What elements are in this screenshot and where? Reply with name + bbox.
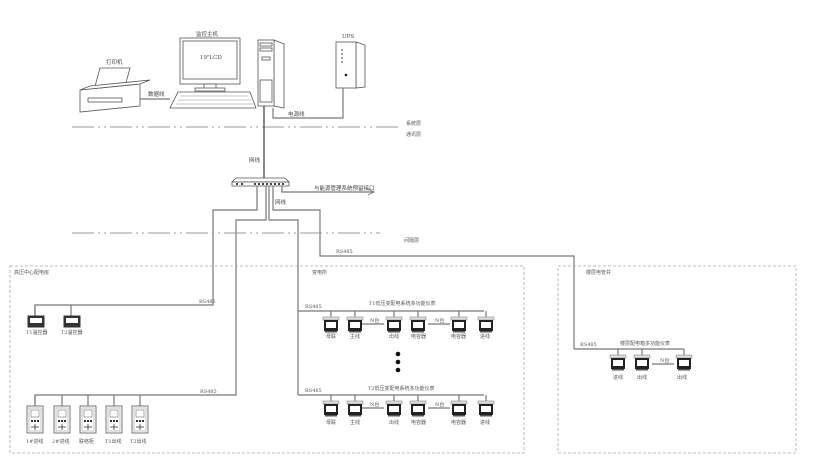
meter-label: 进线 — [480, 333, 490, 340]
meter-label: 主线 — [350, 333, 360, 340]
monitor-icon — [179, 37, 241, 92]
protection-relay-icon — [131, 395, 149, 434]
bay-layer-label: 间隔层 — [404, 237, 419, 244]
power-meter-icon — [450, 395, 468, 417]
meter-label: 进线 — [613, 374, 623, 381]
meter-label: 母联 — [326, 419, 336, 426]
t1-meter-group-title: T1低压变配电系统多功能仪表 — [369, 300, 436, 307]
rs485-hv-a-label: RS485 — [199, 299, 216, 305]
rs485-floor-zone-label: RS485 — [580, 342, 597, 348]
power-meter-icon — [385, 395, 403, 417]
power-meter-icon — [409, 395, 427, 417]
net-cable-mid-label: 网线 — [275, 198, 287, 206]
floor-meter-group-title: 楼层配电箱多功能仪表 — [620, 340, 670, 347]
temp-controller-label: T1温控器 — [26, 329, 48, 336]
power-meter-icon — [633, 349, 651, 371]
ellipsis-dot — [395, 367, 401, 373]
temp-controller-t1 — [27, 305, 45, 328]
power-meter-icon — [346, 311, 364, 333]
ellipsis-dot — [395, 359, 401, 365]
network-switch-icon — [231, 177, 290, 187]
data-cable-label: 数据线 — [148, 90, 165, 98]
meter-label: 电容器 — [411, 419, 426, 426]
power-cable-line — [272, 88, 344, 119]
power-meter-icon — [385, 311, 403, 333]
rs485-substation-trunk — [268, 186, 299, 395]
monitor-screen-text: 19"LCD — [200, 55, 222, 61]
keyboard-icon — [169, 91, 257, 109]
t1-count-a-label: N台 — [370, 317, 379, 324]
meter-label: 电容器 — [451, 333, 466, 340]
meter-label: 出线 — [389, 419, 399, 426]
temp-controller-t2 — [63, 305, 81, 328]
energy-interface-line — [281, 186, 374, 193]
ellipsis-dot — [395, 351, 401, 357]
meter-label: 电容器 — [411, 333, 426, 340]
computer-tower-icon — [257, 39, 285, 109]
meter-label: 出线 — [637, 374, 647, 381]
protection-relay-icon — [79, 395, 97, 434]
rs485-t1-label: RS485 — [305, 304, 322, 310]
power-meter-icon — [346, 395, 364, 417]
rs485-hv-monitor-trunk — [34, 186, 258, 318]
ups-label: UPS — [342, 34, 354, 40]
rs485-hv-b-label: RS485 — [200, 389, 217, 395]
meter-label: 出线 — [677, 374, 687, 381]
power-meter-icon — [450, 311, 468, 333]
rs485-hv-protection-trunk — [34, 186, 267, 403]
power-meter-icon — [609, 349, 627, 371]
net-cable-top-label: 网线 — [249, 156, 261, 164]
comm-layer-label: 通讯层 — [406, 131, 421, 138]
rs485-floor-label: RS485 — [336, 249, 353, 255]
monitor-host-label: 监控主机 — [196, 30, 219, 38]
printer-label: 打印机 — [106, 58, 123, 66]
t2-meter-group-title: T2低压变配电系统多功能仪表 — [368, 385, 435, 392]
t1-count-b-label: N台 — [435, 317, 444, 324]
system-layer-label: 系统层 — [406, 120, 421, 127]
power-cable-label: 电源线 — [288, 110, 305, 118]
meter-label: 进线 — [480, 419, 490, 426]
substation-title: 变电所 — [312, 269, 327, 276]
energy-interface-label: 与能源管理系统预留接口 — [314, 184, 375, 192]
power-meter-icon — [675, 349, 693, 371]
protection-device-label: 1#进线 — [26, 438, 43, 445]
floor-count-label: N台 — [660, 357, 669, 364]
meter-label: 主线 — [350, 419, 360, 426]
protection-device-label: 联络柜 — [79, 438, 94, 445]
t2-count-a-label: N台 — [370, 401, 379, 408]
meter-label: 电容器 — [451, 419, 466, 426]
protection-device-label: T1出线 — [105, 438, 122, 445]
power-meter-icon — [477, 311, 495, 333]
protection-device-label: T2出线 — [130, 438, 147, 445]
protection-relay-icon — [105, 395, 123, 434]
temp-controller-label: T2温控器 — [61, 329, 83, 336]
ups-icon — [335, 41, 366, 89]
t2-count-b-label: N台 — [435, 401, 444, 408]
protection-relay-icon — [26, 395, 44, 434]
hv-center-title: 高压中心配电房 — [14, 269, 49, 276]
floor-zone-title: 楼层电管井 — [586, 269, 611, 276]
meter-label: 出线 — [389, 333, 399, 340]
protection-relay-icon — [53, 395, 71, 434]
floor-shaft-zone — [557, 265, 797, 454]
protection-device-label: 2#进线 — [52, 438, 69, 445]
hv-substation-zone — [9, 265, 525, 454]
rs485-t2-label: RS485 — [305, 388, 322, 394]
meter-label: 母联 — [326, 333, 336, 340]
printer-icon — [79, 67, 151, 113]
power-meter-icon — [322, 395, 340, 417]
power-meter-icon — [409, 311, 427, 333]
power-meter-icon — [322, 311, 340, 333]
power-meter-icon — [477, 395, 495, 417]
arrow-right-icon — [367, 188, 375, 196]
